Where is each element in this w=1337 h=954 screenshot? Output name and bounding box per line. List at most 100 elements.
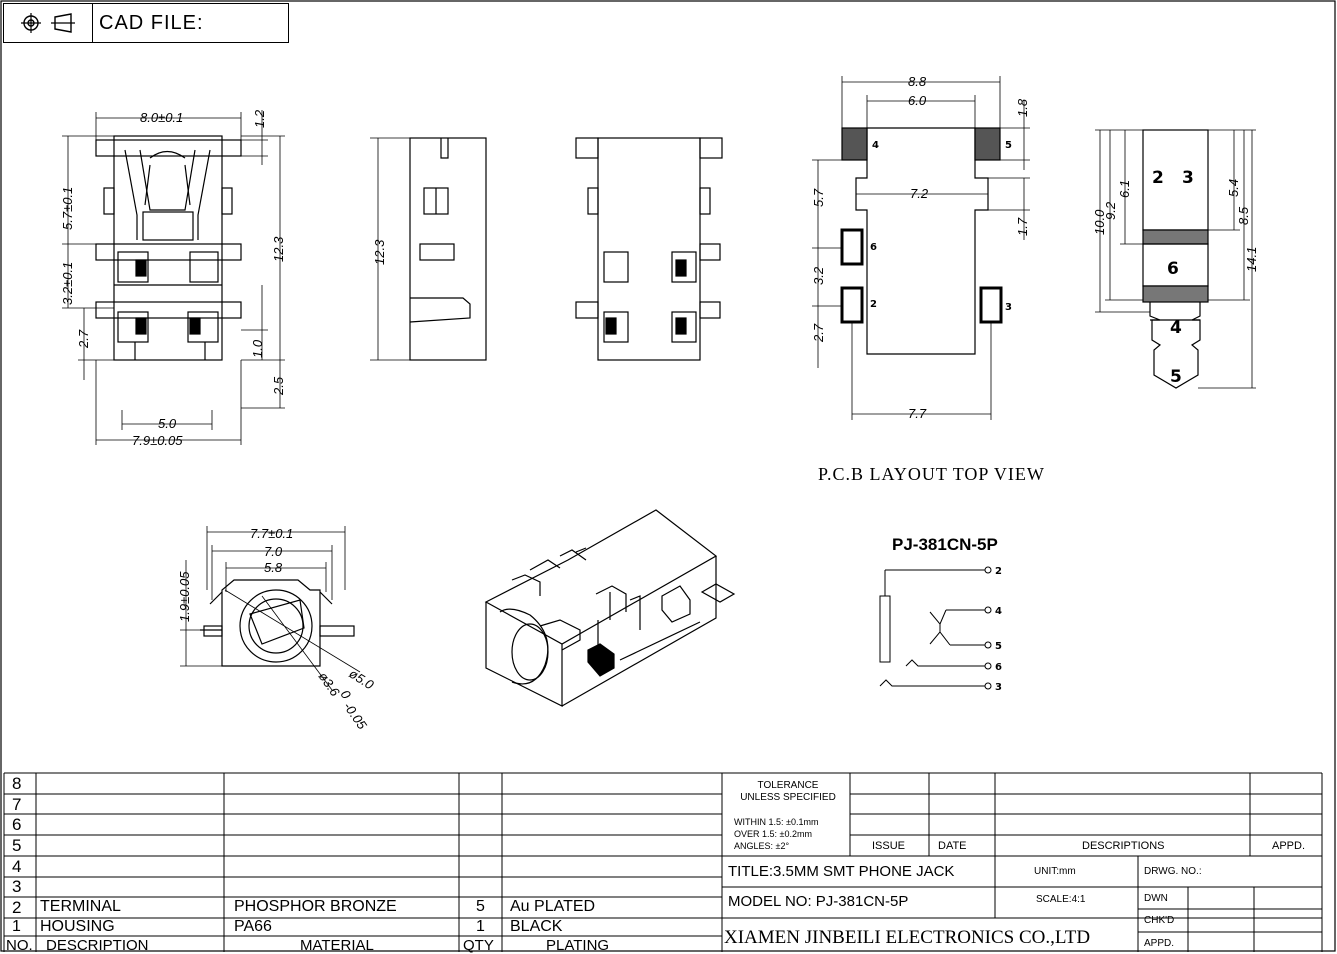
title-block-grid bbox=[3, 772, 1323, 952]
pcb-pin-2: 2 bbox=[870, 299, 877, 310]
scale-label: SCALE:4:1 bbox=[1036, 894, 1086, 905]
model-number: MODEL NO: PJ-381CN-5P bbox=[728, 893, 909, 910]
bom-row-2-plating: Au PLATED bbox=[510, 898, 596, 915]
drwg-no-label: DRWG. NO.: bbox=[1144, 866, 1202, 877]
bom-row-1-no: 1 bbox=[12, 918, 21, 935]
schematic-part-number: PJ-381CN-5P bbox=[892, 535, 998, 554]
dim-leg: 1.0 bbox=[250, 339, 265, 358]
bom-header-description: DESCRIPTION bbox=[46, 937, 149, 954]
plug-view bbox=[1095, 129, 1256, 389]
rev-row-6: 6 bbox=[12, 815, 22, 834]
end-height: 1.9±0.05 bbox=[177, 571, 192, 622]
bom-row-2-material: PHOSPHOR BRONZE bbox=[234, 898, 397, 915]
plug-dim-8: 8.5 bbox=[1236, 206, 1251, 225]
dim-pitch-mid: 3.2±0.1 bbox=[60, 262, 75, 305]
dim-height-total: 12.3 bbox=[271, 236, 286, 262]
dim-width-top: 8.0±0.1 bbox=[140, 110, 183, 125]
col-date: DATE bbox=[938, 840, 967, 852]
plug-labels: 10.0 9.2 6.1 5.4 8.5 14.1 2 3 6 4 5 bbox=[1092, 168, 1259, 387]
schematic-pin-2: 2 bbox=[995, 566, 1002, 577]
schematic-pin-4: 4 bbox=[995, 606, 1002, 617]
cad-file-label: CAD FILE: bbox=[99, 11, 204, 34]
bom-row-2-description: TERMINAL bbox=[40, 898, 121, 915]
pcb-pitch-low: 2.7 bbox=[811, 323, 826, 343]
pcb-pad-height: 1.8 bbox=[1015, 98, 1030, 117]
pcb-pin-5: 5 bbox=[1005, 140, 1012, 151]
schematic bbox=[879, 566, 992, 690]
bom-row-1-plating: BLACK bbox=[510, 918, 563, 935]
bottom-view bbox=[575, 137, 723, 361]
bom-row-1-description: HOUSING bbox=[40, 918, 115, 935]
pcb-pin-3: 3 bbox=[1005, 302, 1012, 313]
bom-header-no: NO. bbox=[6, 937, 33, 954]
tolerance-line-3: ANGLES: ±2° bbox=[734, 841, 790, 851]
end-view bbox=[180, 526, 361, 691]
plug-dim-9: 9.2 bbox=[1103, 201, 1118, 220]
tolerance-line-2: OVER 1.5: ±0.2mm bbox=[734, 829, 812, 839]
pcb-width-outer: 8.8 bbox=[908, 74, 927, 89]
schematic-pin-3: 3 bbox=[995, 682, 1002, 693]
schematic-pin-6: 6 bbox=[995, 662, 1002, 673]
plug-contact-6: 6 bbox=[1167, 259, 1179, 279]
schematic-pin-5: 5 bbox=[995, 641, 1002, 652]
end-width-inner: 5.8 bbox=[264, 560, 283, 575]
bom-row-2-no: 2 bbox=[12, 898, 22, 917]
cad-header: CAD FILE: bbox=[3, 3, 289, 43]
plug-dim-5: 5.4 bbox=[1226, 179, 1241, 197]
plug-dim-14: 14.1 bbox=[1244, 247, 1259, 272]
bom-header-plating: PLATING bbox=[546, 937, 610, 954]
pcb-caption: P.C.B LAYOUT TOP VIEW bbox=[818, 464, 1045, 484]
tolerance-line-1: WITHIN 1.5: ±0.1mm bbox=[734, 817, 819, 827]
pcb-gap-right: 1.7 bbox=[1015, 217, 1030, 236]
plug-dim-6: 6.1 bbox=[1117, 180, 1132, 198]
dwn-label: DWN bbox=[1144, 893, 1168, 904]
col-descriptions: DESCRIPTIONS bbox=[1082, 840, 1165, 852]
plug-dim-10: 10.0 bbox=[1092, 209, 1107, 235]
plug-contact-2: 2 bbox=[1152, 168, 1164, 188]
plug-contact-4: 4 bbox=[1170, 318, 1182, 338]
bom-header-qty: QTY bbox=[463, 937, 494, 954]
pcb-width-bottom: 7.7 bbox=[908, 406, 927, 421]
pcb-pin-6: 6 bbox=[870, 242, 877, 253]
rev-row-5: 5 bbox=[12, 836, 22, 855]
rev-row-7: 7 bbox=[12, 795, 22, 814]
pcb-width-mid: 7.2 bbox=[910, 186, 929, 201]
side-view: 12.3 bbox=[370, 137, 487, 361]
bom-row-1-qty: 1 bbox=[476, 918, 485, 935]
dim-width-bottom: 7.9±0.05 bbox=[132, 433, 183, 448]
plug-contact-3: 3 bbox=[1182, 168, 1194, 188]
plug-contact-5: 5 bbox=[1170, 367, 1182, 387]
dim-width-inner: 5.0 bbox=[158, 416, 177, 431]
pcb-layout-labels: 8.8 6.0 1.8 5.7 7.2 1.7 3.2 2.7 7.7 4 5 … bbox=[811, 74, 1045, 484]
bom-row-2-qty: 5 bbox=[476, 898, 485, 915]
end-width-mid: 7.0 bbox=[264, 544, 283, 559]
projection-symbol bbox=[4, 4, 93, 42]
front-view bbox=[62, 110, 285, 445]
pcb-layout bbox=[812, 76, 1030, 420]
end-dia-tol-lower: -0.05 bbox=[341, 699, 371, 733]
col-issue: ISSUE bbox=[872, 840, 906, 852]
pcb-gap-upper: 5.7 bbox=[811, 188, 826, 207]
rev-row-4: 4 bbox=[12, 857, 22, 876]
pcb-width-inner: 6.0 bbox=[908, 93, 927, 108]
col-appd: APPD. bbox=[1272, 840, 1306, 852]
front-view-dimensions: 8.0±0.1 1.2 12.3 5.7±0.1 3.2±0.1 2.7 1.0… bbox=[60, 109, 286, 448]
dim-offset-bottom: 2.5 bbox=[271, 376, 286, 396]
dim-height-upper: 5.7±0.1 bbox=[60, 187, 75, 230]
pcb-pitch-mid: 3.2 bbox=[811, 266, 826, 285]
bom-row-1-material: PA66 bbox=[234, 918, 272, 935]
schematic-labels: PJ-381CN-5P 2 4 5 6 3 bbox=[892, 535, 1002, 693]
rev-row-8: 8 bbox=[12, 774, 22, 793]
bom-header-material: MATERIAL bbox=[300, 937, 374, 954]
chkd-label: CHK'D bbox=[1144, 915, 1175, 926]
side-height: 12.3 bbox=[372, 239, 387, 265]
third-angle-projection-icon bbox=[21, 13, 75, 33]
company-name: XIAMEN JINBEILI ELECTRONICS CO.,LTD bbox=[724, 927, 1091, 948]
rev-row-3: 3 bbox=[12, 877, 22, 896]
end-width-outer: 7.7±0.1 bbox=[250, 526, 293, 541]
tolerance-title: TOLERANCE UNLESS SPECIFIED bbox=[740, 780, 836, 803]
drawing-title: TITLE:3.5MM SMT PHONE JACK bbox=[728, 863, 955, 880]
